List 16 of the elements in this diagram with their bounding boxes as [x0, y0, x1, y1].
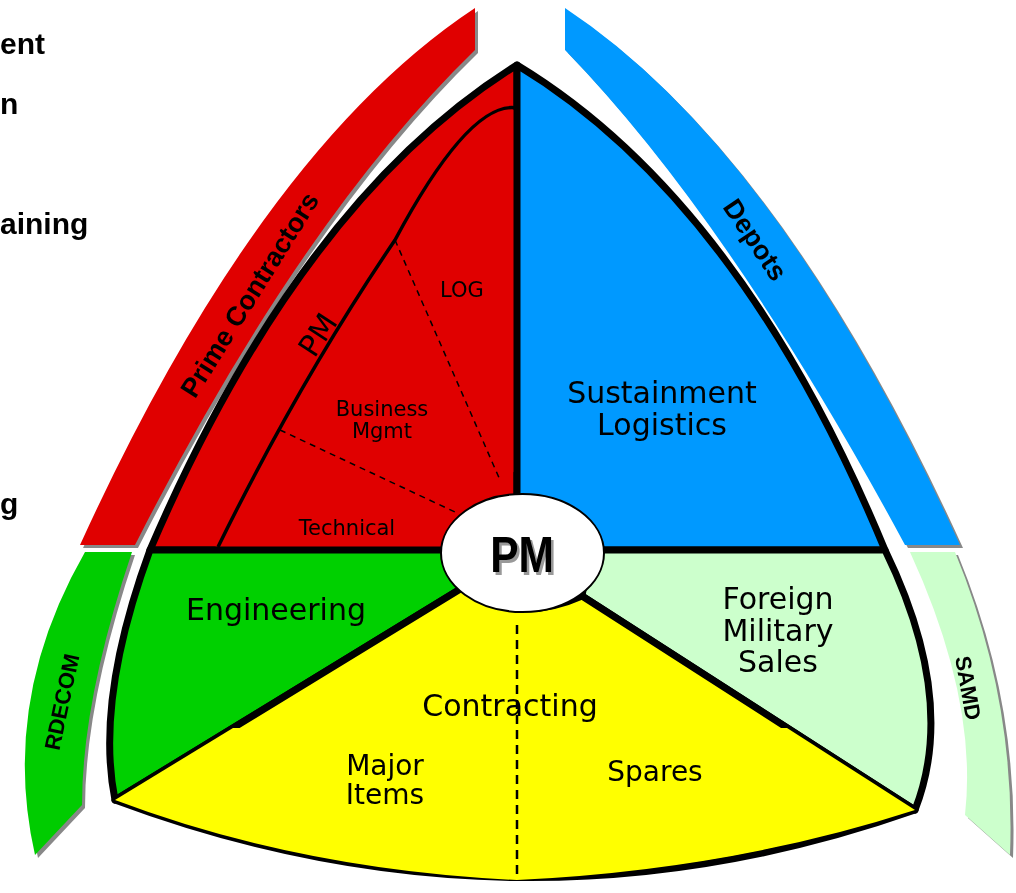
band-label: SAMD	[951, 654, 985, 722]
sector-label: Foreign Military Sales	[721, 582, 835, 678]
band-label: RDECOM	[40, 651, 84, 753]
sector-label: Engineering	[186, 594, 366, 626]
sector-label: Business Mgmt	[334, 397, 430, 443]
sector-label: LOG	[440, 279, 484, 301]
sector-label: Technical	[298, 517, 396, 539]
side-text: n	[0, 87, 19, 121]
sector-label: Contracting	[422, 690, 598, 722]
sector-label: Sustainment Logistics	[566, 376, 758, 440]
side-text: aining	[0, 207, 89, 241]
sector-label: Major Items	[344, 750, 426, 810]
side-text: ent	[0, 27, 45, 61]
center-label: PM	[490, 528, 554, 582]
sector-label: Spares	[607, 757, 703, 787]
side-text: g	[0, 487, 19, 521]
